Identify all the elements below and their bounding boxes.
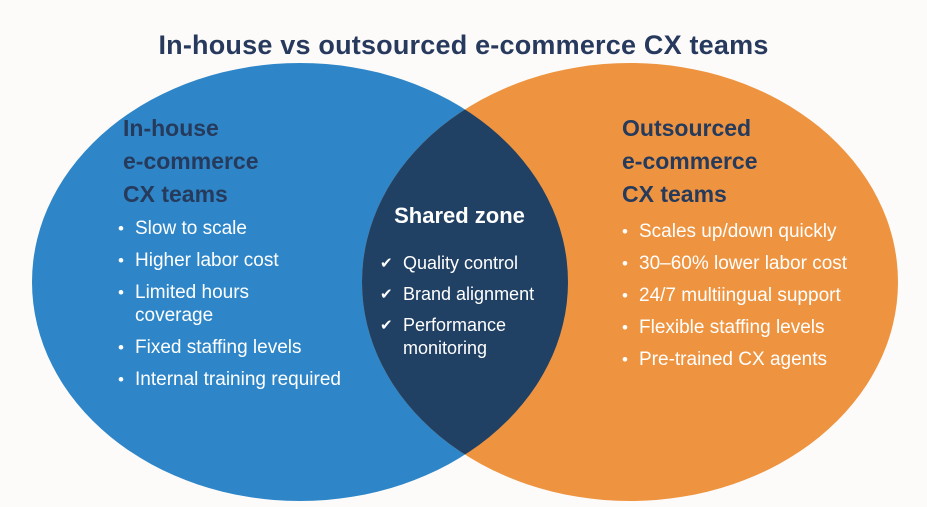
bullet-icon: • — [622, 222, 628, 241]
list-item: • 30–60% lower labor cost — [622, 252, 902, 275]
list-item-label: Quality control — [403, 253, 519, 273]
list-item: • Flexible staffing levels — [622, 316, 902, 339]
page-title: In-house vs outsourced e-commerce CX tea… — [158, 30, 769, 61]
list-item-label: 24/7 multiingual support — [639, 285, 841, 306]
checkmark-icon: ✔ — [380, 317, 393, 334]
list-item: • Slow to scale — [118, 217, 383, 240]
list-item: • Limited hours coverage — [118, 281, 383, 327]
list-item-label: Flexible staffing levels — [639, 317, 825, 338]
list-item: • Internal training required — [118, 368, 383, 391]
list-item: • Higher labor cost — [118, 249, 383, 272]
list-item-label: Fixed staffing levels — [135, 337, 302, 358]
checkmark-icon: ✔ — [380, 286, 393, 303]
overlap-lens-shape — [362, 63, 568, 501]
list-item: • 24/7 multiingual support — [622, 284, 902, 307]
left-circle-item-list: • Slow to scale • Higher labor cost • Li… — [118, 217, 383, 400]
right-circle-heading: Outsourced e-commerce CX teams — [622, 115, 758, 207]
list-item: ✔ Quality control — [380, 252, 555, 275]
bullet-icon: • — [118, 251, 124, 270]
list-item: ✔ Brand alignment — [380, 283, 555, 306]
list-item: ✔ Performance monitoring — [380, 314, 555, 360]
shared-zone-item-list: ✔ Quality control ✔ Brand alignment ✔ Pe… — [380, 252, 555, 368]
bullet-icon: • — [622, 286, 628, 305]
list-item-label: Scales up/down quickly — [639, 221, 837, 242]
checkmark-icon: ✔ — [380, 255, 393, 272]
list-item-label: Pre-trained CX agents — [639, 349, 827, 370]
bullet-icon: • — [118, 283, 124, 302]
list-item-label: Internal training required — [135, 369, 341, 390]
list-item: • Fixed staffing levels — [118, 336, 383, 359]
right-circle-item-list: • Scales up/down quickly • 30–60% lower … — [622, 220, 902, 380]
bullet-icon: • — [622, 254, 628, 273]
list-item: • Scales up/down quickly — [622, 220, 902, 243]
list-item-label: Brand alignment — [403, 284, 535, 304]
bullet-icon: • — [622, 318, 628, 337]
bullet-icon: • — [118, 219, 124, 238]
list-item-label: Limited hours coverage — [135, 282, 250, 326]
list-item-label: Higher labor cost — [135, 250, 279, 271]
bullet-icon: • — [118, 338, 124, 357]
list-item-label: 30–60% lower labor cost — [639, 253, 848, 274]
left-circle-heading: In-house e-commerce CX teams — [123, 115, 259, 207]
bullet-icon: • — [118, 370, 124, 389]
bullet-icon: • — [622, 350, 628, 369]
list-item-label: Performance monitoring — [403, 315, 507, 358]
list-item: • Pre-trained CX agents — [622, 348, 902, 371]
list-item-label: Slow to scale — [135, 218, 247, 239]
shared-zone-heading: Shared zone — [394, 203, 525, 228]
